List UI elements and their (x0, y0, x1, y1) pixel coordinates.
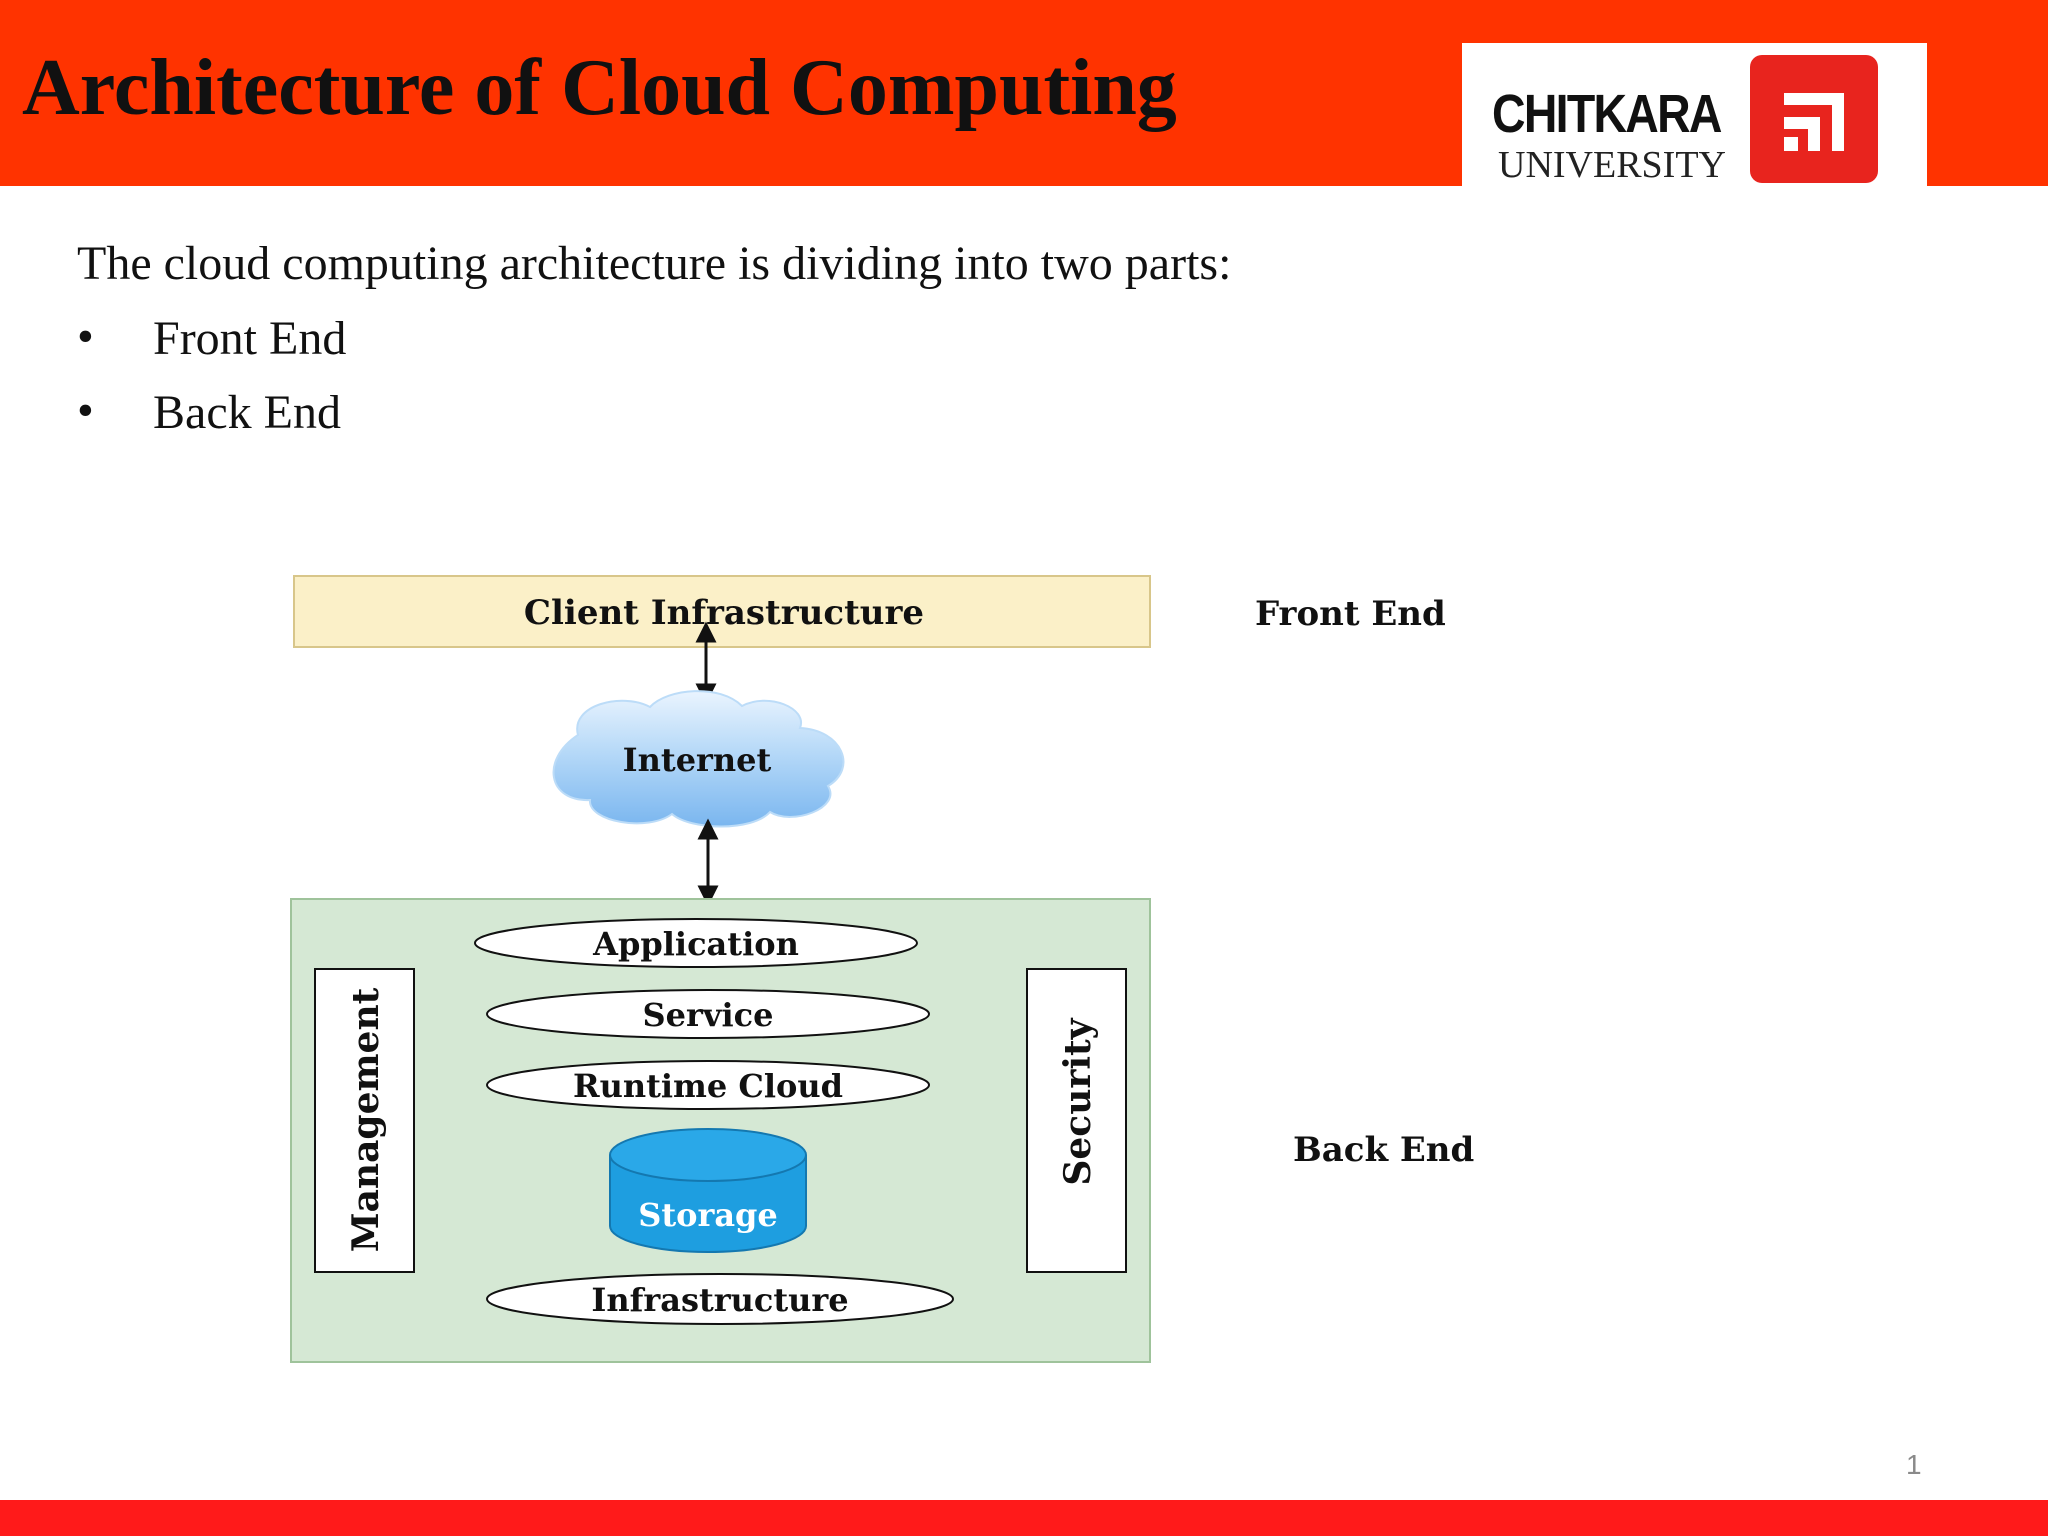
internet-cloud: Internet (552, 690, 845, 828)
service-layer: Service (486, 989, 930, 1039)
infrastructure-layer: Infrastructure (486, 1273, 954, 1325)
back-end-box: Management Security Application Service … (290, 898, 1151, 1363)
bullet-marker: • (77, 384, 94, 437)
bullet-marker: • (77, 310, 94, 363)
storage-cylinder: Storage (609, 1128, 807, 1253)
bullet-back-end: Back End (153, 386, 341, 439)
runtime-cloud-label: Runtime Cloud (573, 1067, 843, 1105)
infrastructure-label: Infrastructure (591, 1281, 848, 1319)
front-end-label: Front End (1255, 594, 1446, 634)
client-infrastructure-label: Client Infrastructure (524, 593, 924, 633)
page-number: 1 (1906, 1449, 1922, 1480)
security-box: Security (1026, 968, 1127, 1273)
logo-wordmark: CHITKARA (1492, 84, 1722, 144)
runtime-cloud-layer: Runtime Cloud (486, 1060, 930, 1110)
footer-bar (0, 1500, 2048, 1536)
title-bar: Architecture of Cloud Computing CHITKARA… (0, 0, 2048, 186)
internet-label: Internet (623, 741, 772, 779)
intro-text: The cloud computing architecture is divi… (77, 237, 1232, 290)
bullet-front-end: Front End (153, 312, 347, 365)
application-label: Application (592, 925, 799, 963)
management-box: Management (314, 968, 415, 1273)
client-infrastructure-box: Client Infrastructure (293, 575, 1151, 648)
back-end-label: Back End (1293, 1130, 1474, 1170)
security-label: Security (1057, 1017, 1099, 1185)
university-logo: CHITKARA UNIVERSITY (1462, 43, 1927, 186)
storage-label: Storage (638, 1196, 778, 1234)
management-label: Management (345, 987, 387, 1252)
service-label: Service (643, 996, 774, 1034)
slide-title: Architecture of Cloud Computing (22, 44, 1177, 132)
logo-subtitle: UNIVERSITY (1498, 144, 1726, 186)
application-layer: Application (474, 918, 918, 968)
logo-emblem-icon (1750, 55, 1878, 183)
